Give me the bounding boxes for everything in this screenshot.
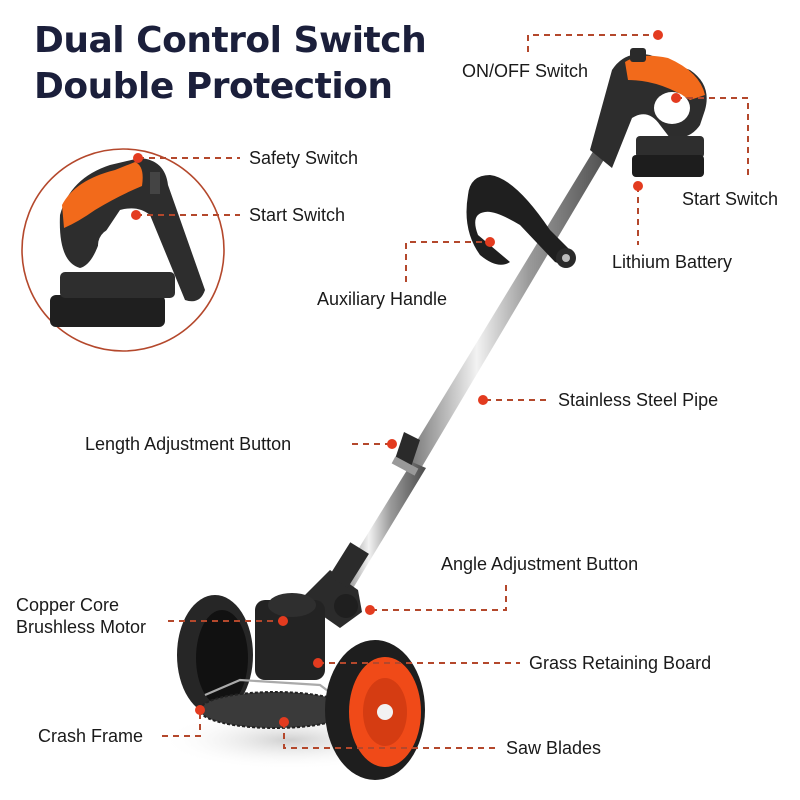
label-saw-blades: Saw Blades <box>506 738 602 758</box>
title-line-1: Dual Control Switch <box>34 20 427 61</box>
label-stainless-steel-pipe: Stainless Steel Pipe <box>558 390 719 410</box>
callout-lines <box>136 34 749 749</box>
page-title: Dual Control Switch Double Protection <box>34 18 427 110</box>
label-grass-retaining-board: Grass Retaining Board <box>529 653 712 673</box>
label-angle-adjustment-button: Angle Adjustment Button <box>441 554 639 574</box>
label-length-adjustment-button: Length Adjustment Button <box>85 434 292 454</box>
label-on-off-switch: ON/OFF Switch <box>462 61 589 81</box>
label-start-switch: Start Switch <box>682 189 779 209</box>
label-safety-switch: Safety Switch <box>249 148 359 168</box>
label-start-switch-inset: Start Switch <box>249 205 346 225</box>
inset-handle-closeup <box>21 148 225 352</box>
title-line-2: Double Protection <box>34 66 393 107</box>
label-crash-frame: Crash Frame <box>38 726 144 746</box>
label-auxiliary-handle: Auxiliary Handle <box>317 289 448 309</box>
label-copper-core-brushless-motor: Copper Core Brushless Motor <box>16 595 147 637</box>
label-lithium-battery: Lithium Battery <box>612 252 733 272</box>
callout-dots <box>131 30 681 727</box>
grass-trimmer <box>160 48 707 780</box>
